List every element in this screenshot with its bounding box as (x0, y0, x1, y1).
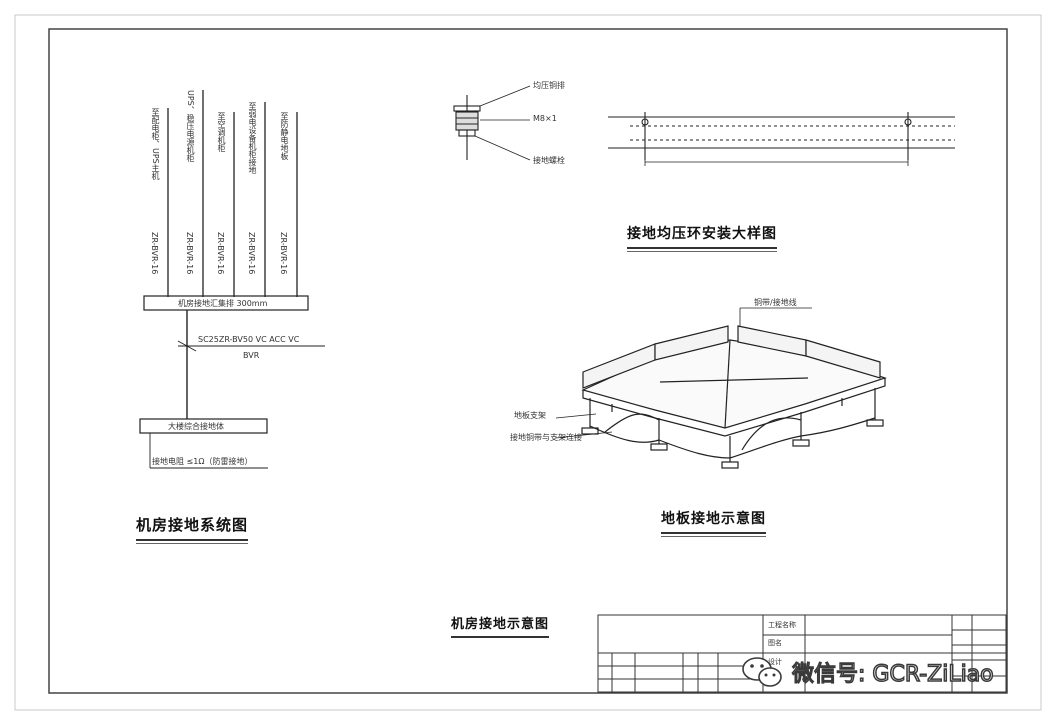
watermark-text: 微信号: GCR-ZiLiao (791, 661, 994, 688)
floor-callout-top: 铜带/接地线 (754, 298, 797, 307)
wire-label-3: ZR-BVR-16 (216, 232, 225, 275)
bolt-label-2: M8×1 (533, 114, 557, 123)
system-diagram (139, 90, 325, 469)
ring-bolt-detail (453, 85, 531, 161)
bolt-label-1: 均压铜排 (533, 81, 565, 90)
wechat-icon (742, 657, 782, 687)
cable-label: SC25ZR-BV50 VC ACC VC (198, 335, 300, 344)
top-label-4: 至弱电设备机柜接地 (248, 102, 257, 174)
wire-label-1: ZR-BVR-16 (150, 232, 159, 275)
watermark: 微信号: GCR-ZiLiao (740, 652, 994, 692)
wire-label-2: ZR-BVR-16 (185, 232, 194, 275)
earth-box-label: 大楼综合接地体 (168, 422, 224, 431)
title-ring-install: 接地均压环安装大样图 (627, 223, 777, 252)
title-block-row-2: 图名 (768, 639, 782, 647)
top-label-5: 至防静电地板 (280, 112, 289, 160)
floor-callout-left-2: 接地铜带与支架连接 (510, 433, 582, 442)
wire-label-4: ZR-BVR-16 (247, 232, 256, 275)
floor-diagram (555, 307, 887, 469)
title-room-grounding: 机房接地示意图 (451, 613, 550, 638)
earth-box (139, 418, 268, 434)
top-label-2: UPS、稳压电源机柜 (186, 90, 195, 162)
title-floor-grounding: 地板接地示意图 (661, 508, 766, 537)
earth-note: 接地电阻 ≤1Ω（防雷接地） (152, 457, 253, 466)
cable-sub-label: BVR (243, 351, 260, 360)
bus-bar-label: 机房接地汇集排 300mm (178, 299, 268, 308)
wire-label-5: ZR-BVR-16 (279, 232, 288, 275)
floor-callout-left-1: 地板支架 (514, 411, 546, 420)
ring-section-detail (608, 112, 955, 166)
outer-border (14, 14, 1042, 711)
top-label-3: 至空调机柜 (217, 112, 226, 152)
top-label-1: 至配电柜、UPS主机 (151, 108, 160, 180)
title-grounding-system: 机房接地系统图 (136, 514, 249, 544)
title-block-row-3: 设计 (768, 658, 782, 666)
title-block-row-1: 工程名称 (768, 621, 796, 629)
bolt-label-3: 接地螺栓 (533, 156, 565, 165)
inner-border (48, 28, 1008, 694)
bus-bar (143, 295, 309, 311)
title-block (597, 614, 1007, 693)
